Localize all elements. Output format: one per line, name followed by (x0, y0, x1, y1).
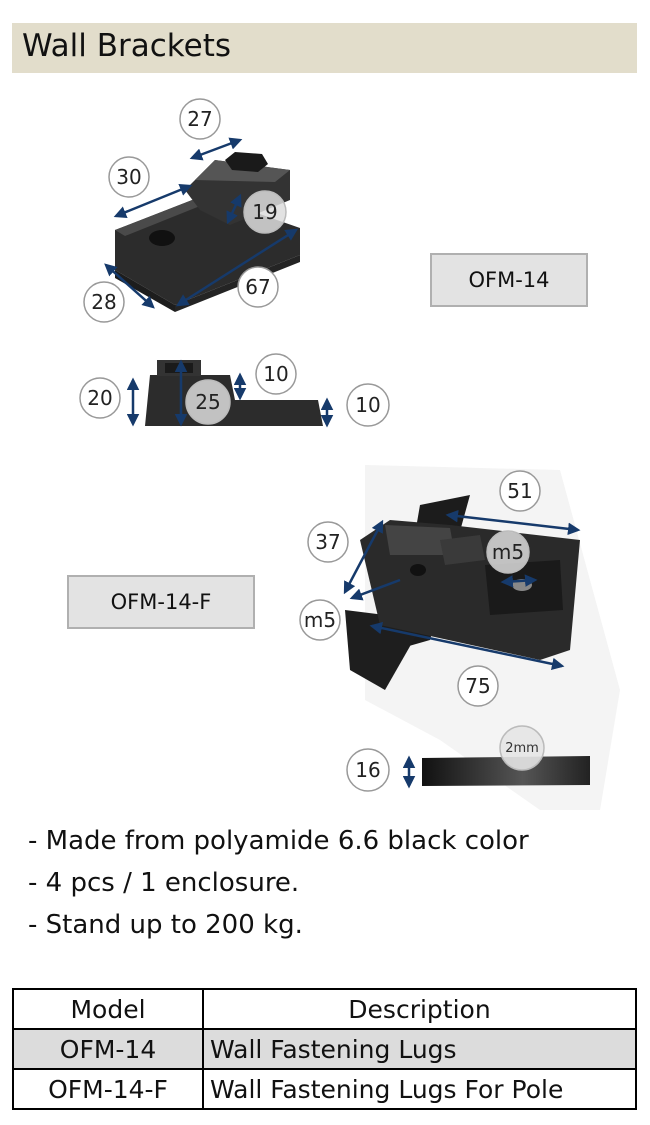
cell-description: Wall Fastening Lugs For Pole (202, 1068, 637, 1110)
product-drawings: 27 30 19 28 67 20 25 10 10 (79, 98, 620, 810)
header-description: Description (202, 988, 637, 1030)
ofm14-dimension-arrows (104, 137, 299, 309)
dim-10-top: 10 (263, 362, 288, 386)
table-row: OFM-14 Wall Fastening Lugs (12, 1028, 637, 1070)
ofm14f-side-profile: 16 2mm (346, 725, 590, 792)
dim-67: 67 (245, 275, 270, 299)
dim-51: 51 (507, 479, 532, 503)
spec-table: Model Description OFM-14 Wall Fastening … (12, 988, 637, 1110)
table-row: OFM-14-F Wall Fastening Lugs For Pole (12, 1068, 637, 1110)
model-label-ofm14: OFM-14 (430, 253, 588, 307)
feature-item: - Stand up to 200 kg. (28, 910, 303, 940)
dim-25: 25 (195, 390, 220, 414)
dim-2mm: 2mm (505, 741, 539, 756)
dim-20: 20 (87, 386, 112, 410)
cell-model: OFM-14-F (12, 1068, 204, 1110)
page-title: Wall Brackets (22, 28, 232, 64)
ofm14f-dimension-labels: 51 37 m5 m5 75 (299, 470, 541, 707)
dim-27: 27 (187, 107, 212, 131)
ofm14f-dimension-arrows (343, 509, 581, 671)
dim-37: 37 (315, 530, 340, 554)
ofm14-dimension-labels: 27 30 19 28 67 (83, 98, 287, 323)
dim-75: 75 (465, 674, 490, 698)
dim-28: 28 (91, 290, 116, 314)
feature-item: - 4 pcs / 1 enclosure. (28, 868, 300, 898)
dim-19: 19 (252, 200, 277, 224)
ofm14-side-profile: 20 25 10 10 (79, 353, 390, 428)
feature-item: - Made from polyamide 6.6 black color (28, 826, 529, 856)
dim-16: 16 (355, 758, 380, 782)
model-label-ofm14f: OFM-14-F (67, 575, 255, 629)
dim-m5-right: m5 (492, 540, 524, 564)
table-header-row: Model Description (12, 988, 637, 1030)
feature-list: - Made from polyamide 6.6 black color - … (28, 820, 529, 946)
header-model: Model (12, 988, 204, 1030)
cell-model: OFM-14 (12, 1028, 204, 1070)
dim-m5-left: m5 (304, 608, 336, 632)
dim-30: 30 (116, 165, 141, 189)
cell-description: Wall Fastening Lugs (202, 1028, 637, 1070)
title-bar: Wall Brackets (12, 23, 637, 73)
dim-10-side: 10 (355, 393, 380, 417)
